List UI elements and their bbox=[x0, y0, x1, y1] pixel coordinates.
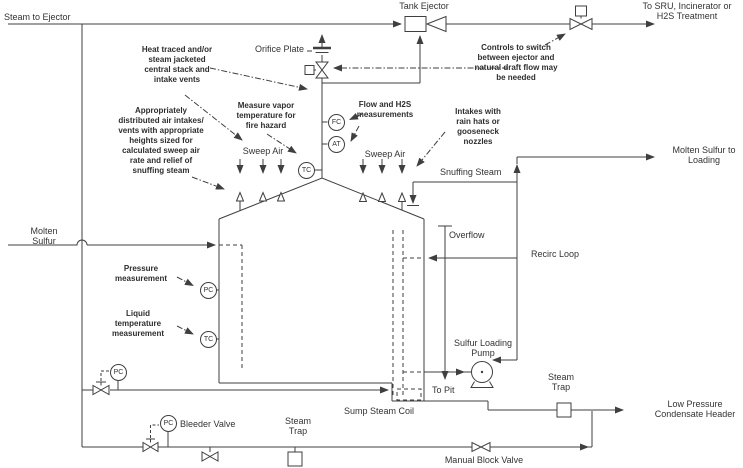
label-steam-trap-left: Steam Trap bbox=[284, 416, 311, 436]
instrument-flow-controller: FC bbox=[328, 114, 345, 131]
label-to-pit: To Pit bbox=[432, 385, 455, 395]
annotation-measure-vapor: Measure vapor temperature for fire hazar… bbox=[236, 101, 296, 130]
steam-trap-left-symbol bbox=[287, 447, 303, 467]
central-stack bbox=[307, 34, 331, 178]
label-to-sru: To SRU, Incinerator or H2S Treatment bbox=[642, 1, 732, 21]
label-molten-sulfur: Molten Sulfur bbox=[30, 226, 58, 246]
annotation-liquid-temperature: Liquid temperature measurement bbox=[111, 309, 165, 338]
instrument-steam-pressure-upper: PC bbox=[110, 364, 127, 381]
label-sump-steam-coil: Sump Steam Coil bbox=[343, 406, 415, 416]
tank-ejector-symbol bbox=[322, 15, 447, 84]
instrument-tank-pressure: PC bbox=[200, 282, 217, 299]
label-overflow: Overflow bbox=[449, 230, 485, 240]
steam-control-valve-lower bbox=[142, 424, 169, 453]
label-steam-trap-right: Steam Trap bbox=[547, 372, 574, 392]
pump-suction bbox=[424, 368, 472, 380]
annotation-flow-h2s: Flow and H2S measurements bbox=[356, 100, 414, 119]
bleeder-valve-symbol bbox=[201, 447, 219, 462]
molten-sulfur-inlet bbox=[8, 239, 243, 370]
steam-control-valve-upper bbox=[92, 370, 119, 396]
annotation-controls-switch: Controls to switch between ejector and n… bbox=[474, 43, 558, 82]
recirc-loop-line bbox=[428, 153, 655, 364]
instrument-stack-temperature: TC bbox=[298, 162, 315, 179]
condensate-header-line bbox=[488, 402, 624, 447]
instrument-tank-temperature: TC bbox=[200, 331, 217, 348]
annotation-air-intakes: Appropriately distributed air intakes/ v… bbox=[118, 106, 204, 175]
label-tank-ejector: Tank Ejector bbox=[399, 1, 449, 11]
label-molten-sulfur-to-loading: Molten Sulfur to Loading bbox=[672, 145, 736, 165]
label-recirc-loop: Recirc Loop bbox=[531, 249, 580, 259]
tank-internal-pipes bbox=[392, 230, 424, 401]
stack-valve bbox=[304, 61, 329, 79]
manual-block-valve-symbol bbox=[471, 441, 491, 453]
label-bleeder-valve: Bleeder Valve bbox=[180, 419, 236, 429]
label-sulfur-loading-pump: Sulfur Loading Pump bbox=[453, 338, 513, 358]
label-steam-to-ejector: Steam to Ejector bbox=[4, 12, 71, 22]
label-sweep-air-right: Sweep Air bbox=[364, 149, 406, 159]
snuffing-steam-line bbox=[407, 181, 517, 206]
annotation-intakes-rain-hats: Intakes with rain hats or gooseneck nozz… bbox=[455, 107, 501, 146]
instrument-analyzer-transmitter: AT bbox=[328, 136, 345, 153]
sru-control-valve bbox=[569, 5, 593, 31]
annotation-arrows bbox=[176, 33, 566, 335]
tank-outline bbox=[218, 177, 489, 410]
label-lp-condensate-header: Low Pressure Condensate Header bbox=[654, 399, 736, 419]
sulfur-loading-pump-symbol bbox=[470, 361, 494, 388]
sweep-air-vents bbox=[240, 159, 402, 211]
overflow-pipe bbox=[438, 225, 452, 372]
label-snuffing-steam: Snuffing Steam bbox=[440, 167, 502, 177]
annotation-heat-traced: Heat traced and/or steam jacketed centra… bbox=[141, 45, 213, 84]
label-manual-block-valve: Manual Block Valve bbox=[444, 455, 524, 465]
annotation-pressure-measurement: Pressure measurement bbox=[114, 264, 168, 283]
instrument-steam-pressure-lower: PC bbox=[160, 415, 177, 432]
label-sweep-air-left: Sweep Air bbox=[242, 146, 284, 156]
label-orifice-plate: Orifice Plate bbox=[254, 44, 304, 54]
